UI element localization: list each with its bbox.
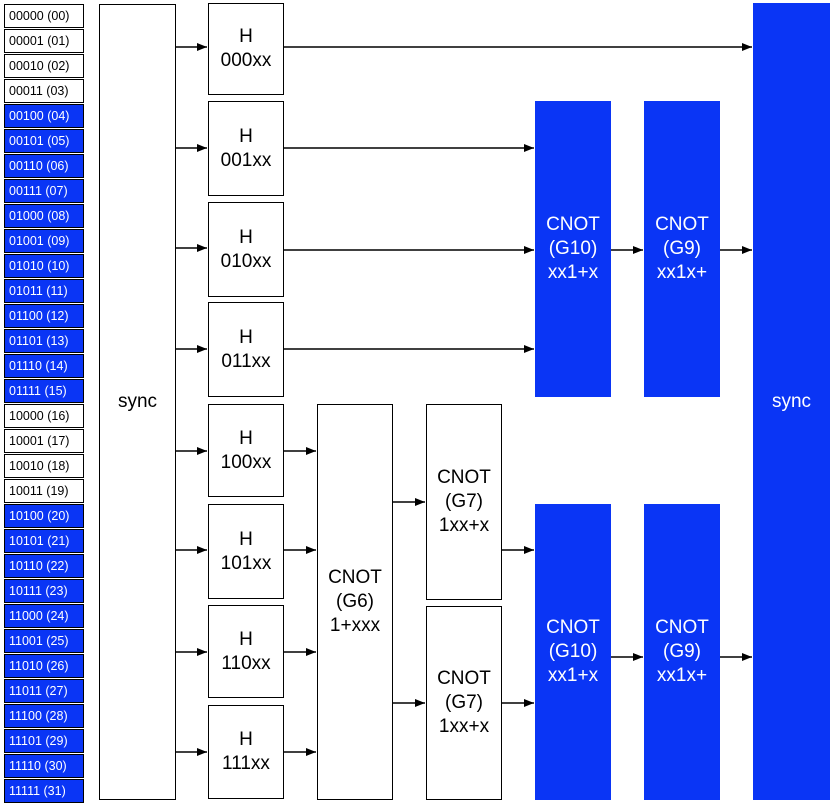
- gate-cnot-g7-b: CNOT (G7) 1xx+x: [426, 606, 502, 800]
- gate-label-line: (G9): [663, 641, 701, 662]
- state-cell: 10011 (19): [4, 479, 84, 503]
- gate-label-line: CNOT: [328, 567, 382, 588]
- state-cell: 01101 (13): [4, 329, 84, 353]
- gate-label-line: xx1x+: [656, 262, 708, 283]
- state-cell: 10101 (21): [4, 529, 84, 553]
- gate-label-line: CNOT: [655, 617, 709, 638]
- gate-label-line: H: [239, 729, 253, 750]
- gate-label-line: 1xx+x: [438, 716, 490, 737]
- gate-sync-left: sync: [99, 4, 176, 800]
- gate-label-line: sync: [771, 390, 812, 412]
- gate-label-line: sync: [117, 391, 158, 412]
- gate-label-line: xx1+x: [547, 665, 599, 686]
- state-cell: 11000 (24): [4, 604, 84, 628]
- gate-label-line: xx1+x: [547, 262, 599, 283]
- state-cell: 10111 (23): [4, 579, 84, 603]
- state-cell: 10010 (18): [4, 454, 84, 478]
- state-cell: 01011 (11): [4, 279, 84, 303]
- state-cell: 11110 (30): [4, 754, 84, 778]
- gate-cnot-g6: CNOT (G6) 1+xxx: [317, 404, 393, 800]
- gate-label-line: CNOT: [546, 214, 600, 235]
- gate-label-line: H: [239, 326, 253, 348]
- state-cell: 10000 (16): [4, 404, 84, 428]
- gate-cnot-g9-b: CNOT (G9) xx1x+: [644, 504, 720, 800]
- gate-label-line: 100xx: [220, 451, 272, 473]
- gate-h-000: H 000xx: [208, 3, 284, 95]
- gate-label-line: CNOT: [655, 214, 709, 235]
- gate-label-line: 1+xxx: [329, 615, 381, 636]
- state-cell: 11101 (29): [4, 729, 84, 753]
- gate-cnot-g9-a: CNOT (G9) xx1x+: [644, 101, 720, 397]
- gate-label-line: 011xx: [221, 350, 271, 372]
- state-cell: 01111 (15): [4, 379, 84, 403]
- gate-label-line: CNOT: [437, 668, 491, 689]
- gate-cnot-g7-a: CNOT (G7) 1xx+x: [426, 404, 502, 600]
- state-cell: 01010 (10): [4, 254, 84, 278]
- gate-cnot-g10-a: CNOT (G10) xx1+x: [535, 101, 611, 397]
- state-cell: 10110 (22): [4, 554, 84, 578]
- state-cell: 11001 (25): [4, 629, 84, 653]
- gate-label-line: H: [239, 528, 253, 550]
- gate-cnot-g10-b: CNOT (G10) xx1+x: [535, 504, 611, 800]
- state-cell: 01001 (09): [4, 229, 84, 253]
- state-cell: 01000 (08): [4, 204, 84, 228]
- gate-label-line: H: [239, 226, 253, 248]
- gate-label-line: (G6): [336, 591, 374, 612]
- gate-h-111: H 111xx: [208, 705, 284, 799]
- state-cell: 10001 (17): [4, 429, 84, 453]
- gate-label-line: CNOT: [437, 467, 491, 488]
- gate-label-line: CNOT: [546, 617, 600, 638]
- state-cell: 01100 (12): [4, 304, 84, 328]
- state-cell: 00010 (02): [4, 54, 84, 78]
- gate-label-line: H: [239, 26, 253, 47]
- gate-label-line: (G9): [663, 238, 701, 259]
- gate-label-line: H: [239, 427, 253, 449]
- gate-label-line: H: [239, 125, 253, 147]
- gate-label-line: (G7): [445, 491, 483, 512]
- gate-label-line: 010xx: [220, 250, 272, 272]
- gate-label-line: 101xx: [220, 552, 272, 574]
- state-cell: 00000 (00): [4, 4, 84, 28]
- gate-label-line: 110xx: [221, 652, 271, 674]
- state-cell: 11010 (26): [4, 654, 84, 678]
- state-cell: 11011 (27): [4, 679, 84, 703]
- gate-label-line: 001xx: [220, 149, 272, 171]
- state-cell: 00001 (01): [4, 29, 84, 53]
- state-cell: 11100 (28): [4, 704, 84, 728]
- state-cell: 11111 (31): [4, 779, 84, 803]
- gate-sync-right: sync: [753, 3, 830, 800]
- gate-label-line: (G10): [548, 238, 598, 259]
- state-cell: 00111 (07): [4, 179, 84, 203]
- gate-label-line: 111xx: [222, 753, 270, 774]
- gate-label-line: xx1x+: [656, 665, 708, 686]
- state-cell: 10100 (20): [4, 504, 84, 528]
- state-cell: 00110 (06): [4, 154, 84, 178]
- state-cell: 00011 (03): [4, 79, 84, 103]
- state-cell: 00101 (05): [4, 129, 84, 153]
- state-cell: 01110 (14): [4, 354, 84, 378]
- gate-label-line: 000xx: [220, 50, 272, 71]
- gate-label-line: 1xx+x: [438, 515, 490, 536]
- gate-label-line: (G7): [445, 692, 483, 713]
- gate-label-line: H: [239, 628, 253, 650]
- gate-label-line: (G10): [548, 641, 598, 662]
- state-cell: 00100 (04): [4, 104, 84, 128]
